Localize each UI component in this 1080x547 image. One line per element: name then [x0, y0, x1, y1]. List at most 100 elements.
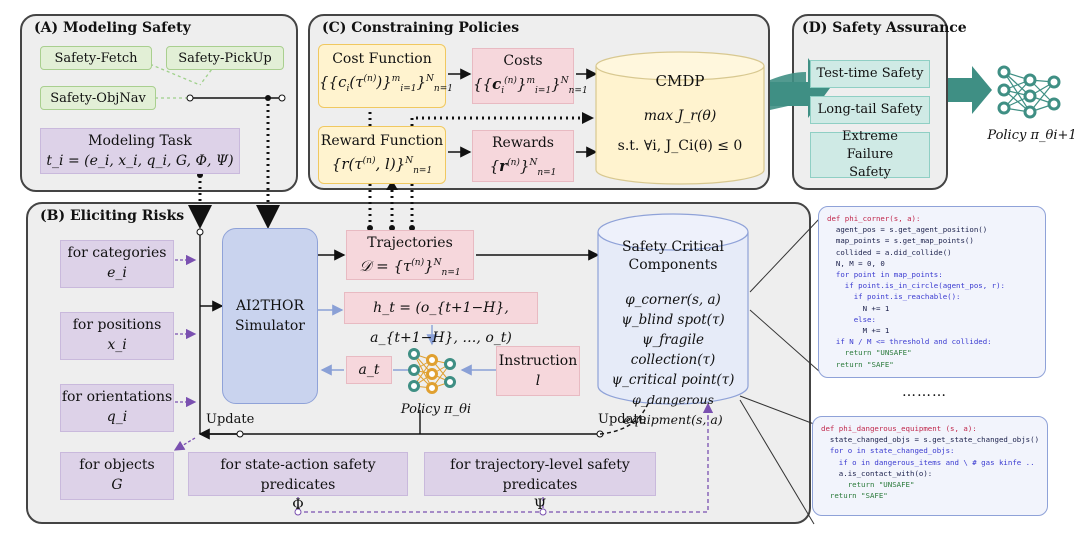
for-categories-sym: e_i — [107, 265, 127, 281]
panel-b-title: (B) Eliciting Risks — [40, 208, 185, 224]
state-action-sym: Φ — [292, 497, 304, 513]
state-action-predicates: for state-action safety predicates Φ — [188, 452, 408, 513]
code-danger-line: return "UNSAFE" — [821, 480, 915, 490]
for-objects-sym: G — [111, 477, 123, 493]
code-corner-line: collided = a.did_collide() — [827, 247, 952, 257]
component-corner: φ_corner(s, a) — [625, 292, 721, 308]
task-safety-fetch: Safety-Fetch — [40, 46, 152, 70]
reward-function-label: Reward Function — [320, 133, 444, 149]
trajectories-formula: 𝒟 = {τ(n)}Nn=1 — [359, 257, 461, 278]
update-right-label: Update — [598, 412, 647, 427]
for-positions-sym: x_i — [107, 337, 127, 353]
code-corner-line: def phi_corner(s, a): — [827, 214, 921, 223]
callout-danger-bottom — [739, 399, 815, 525]
reward-function-formula: {r(τ(n), l)}Nn=1 — [331, 155, 433, 176]
component-dangerous-equipment: φ_dangerous equipment(s, a) — [623, 392, 723, 427]
code-corner-line: if point.is_reachable(): — [827, 292, 961, 302]
code-phi-corner: def phi_corner(s, a): agent_pos = s.get_… — [818, 206, 1046, 378]
reward-function-box: Reward Function {r(τ(n), l)}Nn=1 — [318, 126, 446, 184]
action-box: a_t — [346, 356, 392, 384]
component-fragile-collection: ψ_fragile collection(τ) — [630, 332, 716, 368]
cmdp-label: CMDP — [655, 72, 705, 90]
components-cylinder — [597, 213, 749, 405]
callout-danger-top — [739, 395, 815, 425]
code-corner-line: return "UNSAFE" — [827, 348, 912, 358]
code-corner-line: agent_pos = s.get_agent_position() — [827, 225, 988, 235]
for-positions: for positions x_i — [60, 312, 174, 360]
code-corner-line: if N / M <= threshold and collided: — [827, 337, 992, 347]
policy-next-label: Policy π_θi+1 — [987, 128, 1077, 143]
modeling-task-formula: t_i = (e_i, x_i, q_i, G, Φ, Ψ) — [46, 153, 234, 169]
instruction-box: Instruction l — [496, 346, 580, 396]
rewards-formula: {r(n)}Nn=1 — [489, 157, 557, 178]
for-objects-label: for objects — [79, 457, 155, 473]
task-safety-objnav: Safety-ObjNav — [40, 86, 156, 110]
code-danger-line: for o in state_changed_objs: — [821, 446, 955, 456]
panel-a-title: (A) Modeling Safety — [34, 20, 191, 36]
code-danger-line: if o in dangerous_items and \ # gas kinf… — [821, 457, 1035, 467]
for-objects: for objects G — [60, 452, 174, 500]
code-corner-line: if point.is_in_circle(agent_pos, r): — [827, 281, 1005, 291]
code-danger-line: def phi_dangerous_equipment (s, a): — [821, 424, 977, 433]
code-danger-line: state_changed_objs = s.get_state_changed… — [821, 435, 1040, 445]
task-node-right — [278, 94, 286, 102]
state-action-label: for state-action safety predicates — [220, 457, 376, 493]
for-categories-label: for categories — [67, 245, 167, 261]
components-title: Safety Critical Components — [621, 239, 725, 273]
code-phi-dangerous-equipment: def phi_dangerous_equipment (s, a): stat… — [812, 416, 1048, 516]
instruction-label: Instruction — [498, 353, 578, 369]
history-box: h_t = (o_{t+1−H}, a_{t+1−H}, …, o_t) — [344, 292, 538, 346]
code-corner-line: for point in map_points: — [827, 270, 943, 280]
instruction-sym: l — [535, 373, 541, 389]
update-left-label: Update — [206, 412, 255, 427]
code-corner-line: else: — [827, 314, 876, 324]
cmdp-objective: max J_r(θ) — [643, 108, 717, 124]
cmdp-constraint: s.t. ∀i, J_Ci(θ) ≤ 0 — [617, 138, 743, 154]
callout-corner-bottom — [749, 309, 821, 373]
trajectory-sym: Ψ — [533, 497, 547, 513]
trajectories-box: Trajectories 𝒟 = {τ(n)}Nn=1 — [346, 230, 474, 280]
trajectory-predicates: for trajectory-level safety predicates Ψ — [424, 452, 656, 513]
code-danger-line: a.is_contact_with(o): — [821, 468, 933, 478]
extreme-failure-safety: Extreme Failure Safety — [810, 129, 930, 180]
code-corner-line: N, M = 0, 0 — [827, 258, 885, 268]
trajectory-label: for trajectory-level safety predicates — [450, 457, 630, 493]
costs-box: Costs {{ci(n)}mi=1}Nn=1 — [472, 48, 588, 104]
cost-function-label: Cost Function — [332, 51, 432, 67]
panel-d-title: (D) Safety Assurance — [802, 20, 967, 36]
component-critical-point: ψ_critical point(τ) — [611, 372, 735, 388]
task-node-left — [186, 94, 194, 102]
purple-link-objects — [173, 437, 196, 451]
for-categories: for categories e_i — [60, 240, 174, 288]
panel-c-title: (C) Constraining Policies — [322, 20, 520, 36]
update-curve — [599, 397, 651, 435]
code-corner-line: N += 1 — [827, 303, 890, 313]
costs-label: Costs — [503, 53, 543, 69]
cost-function-formula: {{ci(τ(n))}mi=1}Nn=1 — [319, 73, 453, 94]
for-orientations-label: for orientations — [61, 389, 173, 405]
code-corner-line: return "SAFE" — [827, 359, 894, 369]
long-tail-safety: Long-tail Safety — [810, 96, 930, 124]
modeling-task-label: Modeling Task — [88, 133, 192, 149]
policy-current-label: Policy π_θi — [400, 402, 472, 417]
task-safety-pickup: Safety-PickUp — [166, 46, 284, 70]
code-corner-line: map_points = s.get_map_points() — [827, 236, 974, 246]
callout-corner-top — [749, 217, 821, 293]
for-orientations: for orientations q_i — [60, 384, 174, 432]
code-corner-line: M += 1 — [827, 326, 890, 336]
trajectories-label: Trajectories — [367, 235, 453, 251]
ai2thor-simulator: AI2THOR Simulator — [222, 228, 318, 404]
cost-function-box: Cost Function {{ci(τ(n))}mi=1}Nn=1 — [318, 44, 453, 108]
teal-arrow-d-policy — [948, 66, 992, 114]
components-list: φ_corner(s, a) ψ_blind spot(τ) ψ_fragile… — [598, 290, 748, 430]
modeling-task-box: Modeling Task t_i = (e_i, x_i, q_i, G, Φ… — [40, 128, 240, 174]
code-danger-line: return "SAFE" — [821, 491, 888, 501]
cmdp-cylinder — [595, 51, 765, 185]
test-time-safety: Test-time Safety — [810, 60, 930, 88]
code-ellipsis: ……… — [902, 384, 947, 400]
connector-pickup — [199, 64, 216, 86]
for-orientations-sym: q_i — [106, 409, 128, 425]
component-blind-spot: ψ_blind spot(τ) — [621, 312, 725, 328]
rewards-label: Rewards — [492, 135, 554, 151]
